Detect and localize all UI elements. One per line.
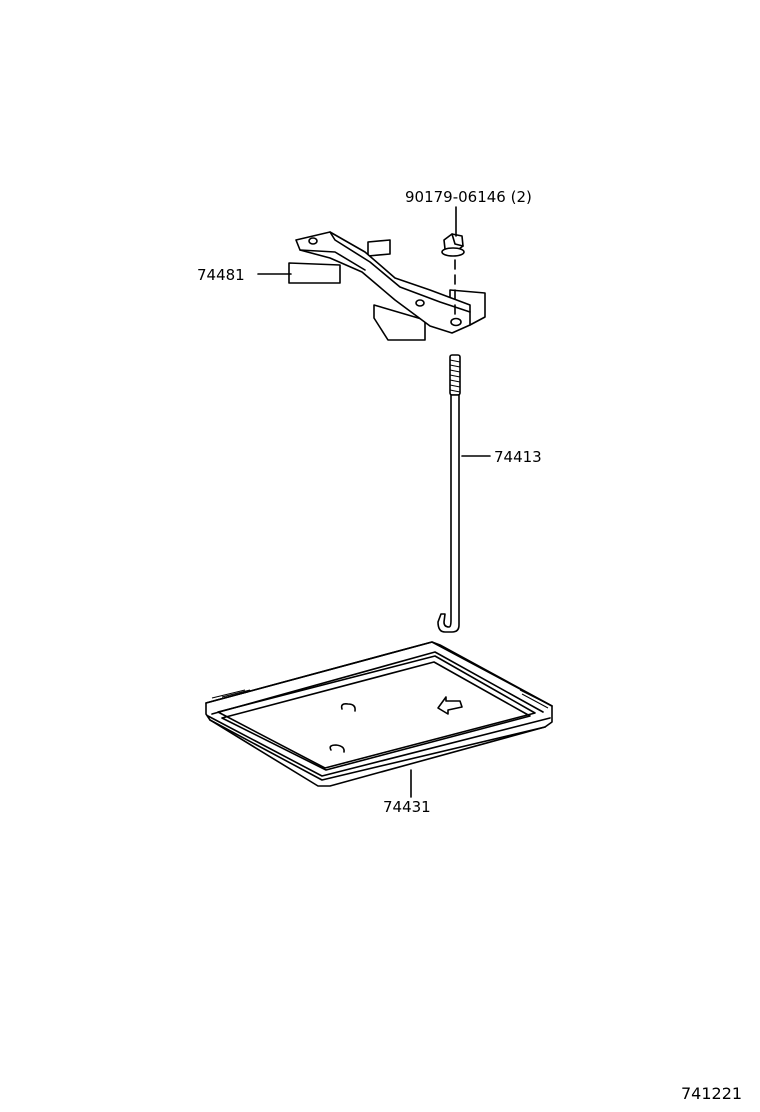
figure-number: 741221 bbox=[681, 1084, 742, 1103]
label-rod-part-number: 74413 bbox=[494, 448, 542, 466]
battery-clamp bbox=[288, 231, 486, 341]
flange-nut bbox=[441, 233, 465, 319]
hold-down-rod bbox=[437, 354, 461, 633]
label-clamp-part-number: 74481 bbox=[197, 266, 245, 284]
label-tray-part-number: 74431 bbox=[383, 798, 431, 816]
leader-lines bbox=[257, 206, 491, 798]
label-bolt-part-number: 90179-06146 (2) bbox=[405, 188, 532, 206]
battery-tray bbox=[205, 641, 553, 787]
